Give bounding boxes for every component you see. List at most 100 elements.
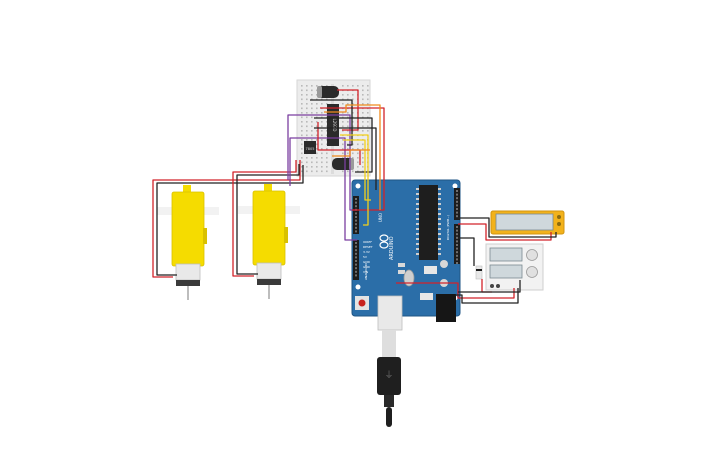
breadboard-hole [316, 94, 318, 96]
breadboard-hole [352, 121, 354, 123]
header-pin[interactable] [355, 249, 357, 252]
header-pin[interactable] [355, 274, 357, 277]
header-pin[interactable] [355, 263, 357, 266]
header-pin[interactable] [456, 211, 458, 214]
wire-black-ground-long[interactable] [458, 280, 521, 293]
header-pin[interactable] [456, 247, 458, 250]
breadboard-hole [306, 130, 308, 132]
capacitor-top[interactable] [317, 86, 339, 98]
wire-motor-right-black[interactable] [236, 164, 300, 275]
header-pin[interactable] [456, 240, 458, 243]
header-pin[interactable] [456, 190, 458, 192]
breadboard-hole [321, 148, 323, 150]
capacitor-bottom[interactable] [332, 158, 354, 170]
header-pin[interactable] [456, 233, 458, 236]
chip-leg [438, 193, 441, 195]
wire-purple-b[interactable] [289, 137, 357, 241]
wire-yellow-b[interactable] [343, 139, 371, 201]
wire-yellow-a[interactable] [340, 134, 369, 226]
header-pin[interactable] [355, 260, 357, 262]
header-pin[interactable] [355, 198, 357, 200]
header-pin[interactable] [456, 193, 458, 196]
usb-cable[interactable]: ⏚ [377, 330, 401, 427]
wire-black-sensor-bottom[interactable] [455, 288, 519, 304]
wire-black-resistor[interactable] [458, 237, 475, 266]
power-jack[interactable] [436, 294, 456, 322]
header-pin[interactable] [456, 244, 458, 246]
header-pin[interactable] [355, 270, 357, 273]
header-pin[interactable] [456, 215, 458, 218]
wire-red-c[interactable] [317, 122, 361, 165]
header-pin[interactable] [456, 200, 458, 203]
dc-motor-left[interactable] [157, 185, 219, 300]
chip-leg [438, 238, 441, 240]
breadboard-hole [306, 121, 308, 123]
header-pin[interactable] [355, 212, 357, 215]
chip-leg [438, 233, 441, 235]
header-pin[interactable] [355, 219, 357, 222]
breadboard-hole [311, 98, 313, 101]
breadboard-hole [311, 103, 313, 105]
voltage-regulator[interactable]: 7805 [304, 141, 316, 154]
wire-orange-b[interactable] [332, 149, 370, 157]
header-pin[interactable] [456, 262, 458, 264]
header-pin[interactable] [456, 208, 458, 210]
chip-leg [438, 243, 441, 245]
usb-port[interactable] [377, 295, 403, 331]
resistor[interactable] [475, 265, 483, 280]
header-pin[interactable] [456, 204, 458, 207]
sensor-module-top[interactable] [490, 210, 565, 235]
header-pin[interactable] [456, 251, 458, 254]
header-pin[interactable] [355, 245, 357, 248]
dc-motor-right[interactable] [238, 184, 300, 299]
header-pin[interactable] [355, 252, 357, 255]
breadboard-hole [352, 130, 354, 132]
breadboard-hole [342, 152, 344, 155]
header-pin[interactable] [456, 254, 458, 257]
wire-black-c[interactable] [314, 117, 373, 173]
wire-orange-a[interactable] [324, 104, 381, 210]
header-pin[interactable] [355, 226, 357, 229]
breadboard-hole [321, 130, 323, 132]
wire-black-a[interactable] [314, 127, 377, 190]
breadboard-hole [326, 143, 328, 146]
header-pin[interactable] [355, 205, 357, 208]
header-pin[interactable] [355, 267, 357, 270]
header-pin[interactable] [355, 216, 357, 218]
wire-red-sensor-bottom[interactable] [396, 282, 515, 299]
wire-black-sensor-top[interactable] [458, 217, 557, 238]
header-pin[interactable] [355, 242, 357, 244]
sensor-bottom-knob-a [526, 249, 538, 261]
header-pin[interactable] [355, 201, 357, 204]
wire-red-a[interactable] [337, 89, 359, 131]
wire-black-b[interactable] [310, 99, 353, 146]
header-pin[interactable] [355, 230, 357, 233]
wire-motor-right-red[interactable] [232, 160, 297, 277]
sensor-bottom-window-a [489, 247, 523, 262]
breadboard-hole [306, 116, 308, 119]
chip-leg [416, 218, 419, 220]
reset-button-cap[interactable] [358, 299, 366, 307]
breadboard-hole [347, 103, 349, 105]
header-pin[interactable] [355, 223, 357, 226]
wire-motor-left-black[interactable] [156, 165, 304, 276]
breadboard-hole [347, 85, 349, 87]
header-pin[interactable] [456, 229, 458, 232]
motor-right-endcap [257, 279, 281, 285]
breadboard-hole [321, 166, 323, 168]
chip-leg [438, 203, 441, 205]
wire-motor-left-red[interactable] [152, 160, 301, 278]
sensor-module-bottom[interactable] [485, 243, 544, 291]
microcontroller-chip [419, 185, 438, 260]
header-pin[interactable] [456, 258, 458, 261]
header-pin[interactable] [456, 236, 458, 239]
arduino-uno[interactable]: ARDUINO UNO DIGITAL (PWM~) ANALOG IN IOR… [351, 179, 461, 331]
mount-hole [452, 183, 458, 189]
header-pin[interactable] [355, 256, 357, 259]
breadboard-hole [326, 112, 328, 114]
motor-driver-chip[interactable]: L293D [327, 104, 339, 146]
breadboard-hole [301, 161, 303, 164]
capacitor-bottom-body [332, 158, 354, 170]
header-pin[interactable] [456, 226, 458, 228]
header-pin[interactable] [456, 197, 458, 200]
